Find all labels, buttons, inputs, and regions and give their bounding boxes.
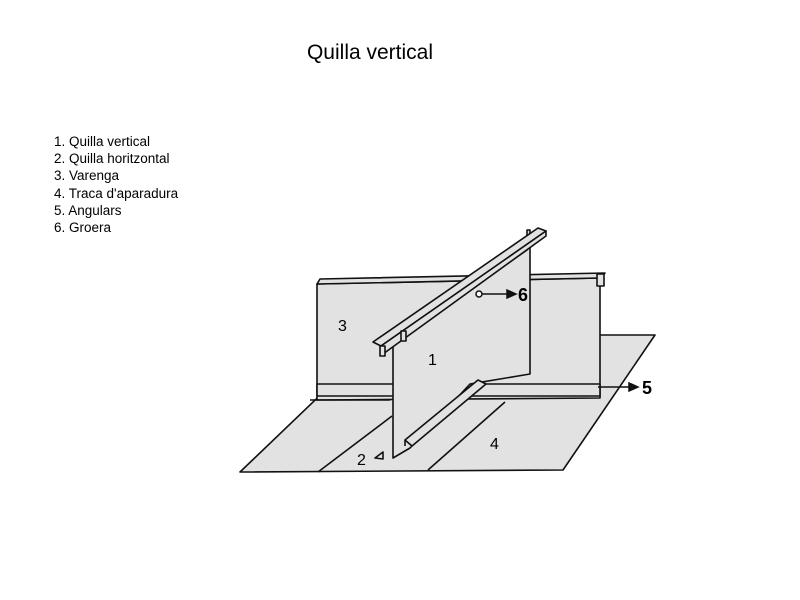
legend-item: 6. Groera xyxy=(54,220,112,236)
legend-list: 1. Quilla vertical 2. Quilla horitzontal… xyxy=(54,133,178,236)
label-garboard-strake: 4 xyxy=(490,436,499,453)
bottom-angle-bar xyxy=(404,379,487,447)
legend-item: 5. Angulars xyxy=(54,202,122,218)
label-frame: 6 xyxy=(518,285,528,305)
legend-item: 1. Quilla vertical xyxy=(54,134,151,149)
legend-item: 2. Quilla horitzontal xyxy=(54,151,170,167)
label-horizontal-keel: 2 xyxy=(357,452,366,469)
legend-item: 3. Varenga xyxy=(54,168,120,184)
strake-line-left xyxy=(317,415,393,473)
horizontal-keel-marker xyxy=(374,451,384,460)
label-floor: 3 xyxy=(338,318,347,335)
slide-title: Quilla vertical xyxy=(306,41,434,64)
strake-line-right xyxy=(427,401,506,471)
label-angles: 5 xyxy=(642,378,652,398)
label-vertical-keel: 1 xyxy=(428,352,437,369)
legend-item: 4. Traca d'aparadura xyxy=(54,185,179,201)
